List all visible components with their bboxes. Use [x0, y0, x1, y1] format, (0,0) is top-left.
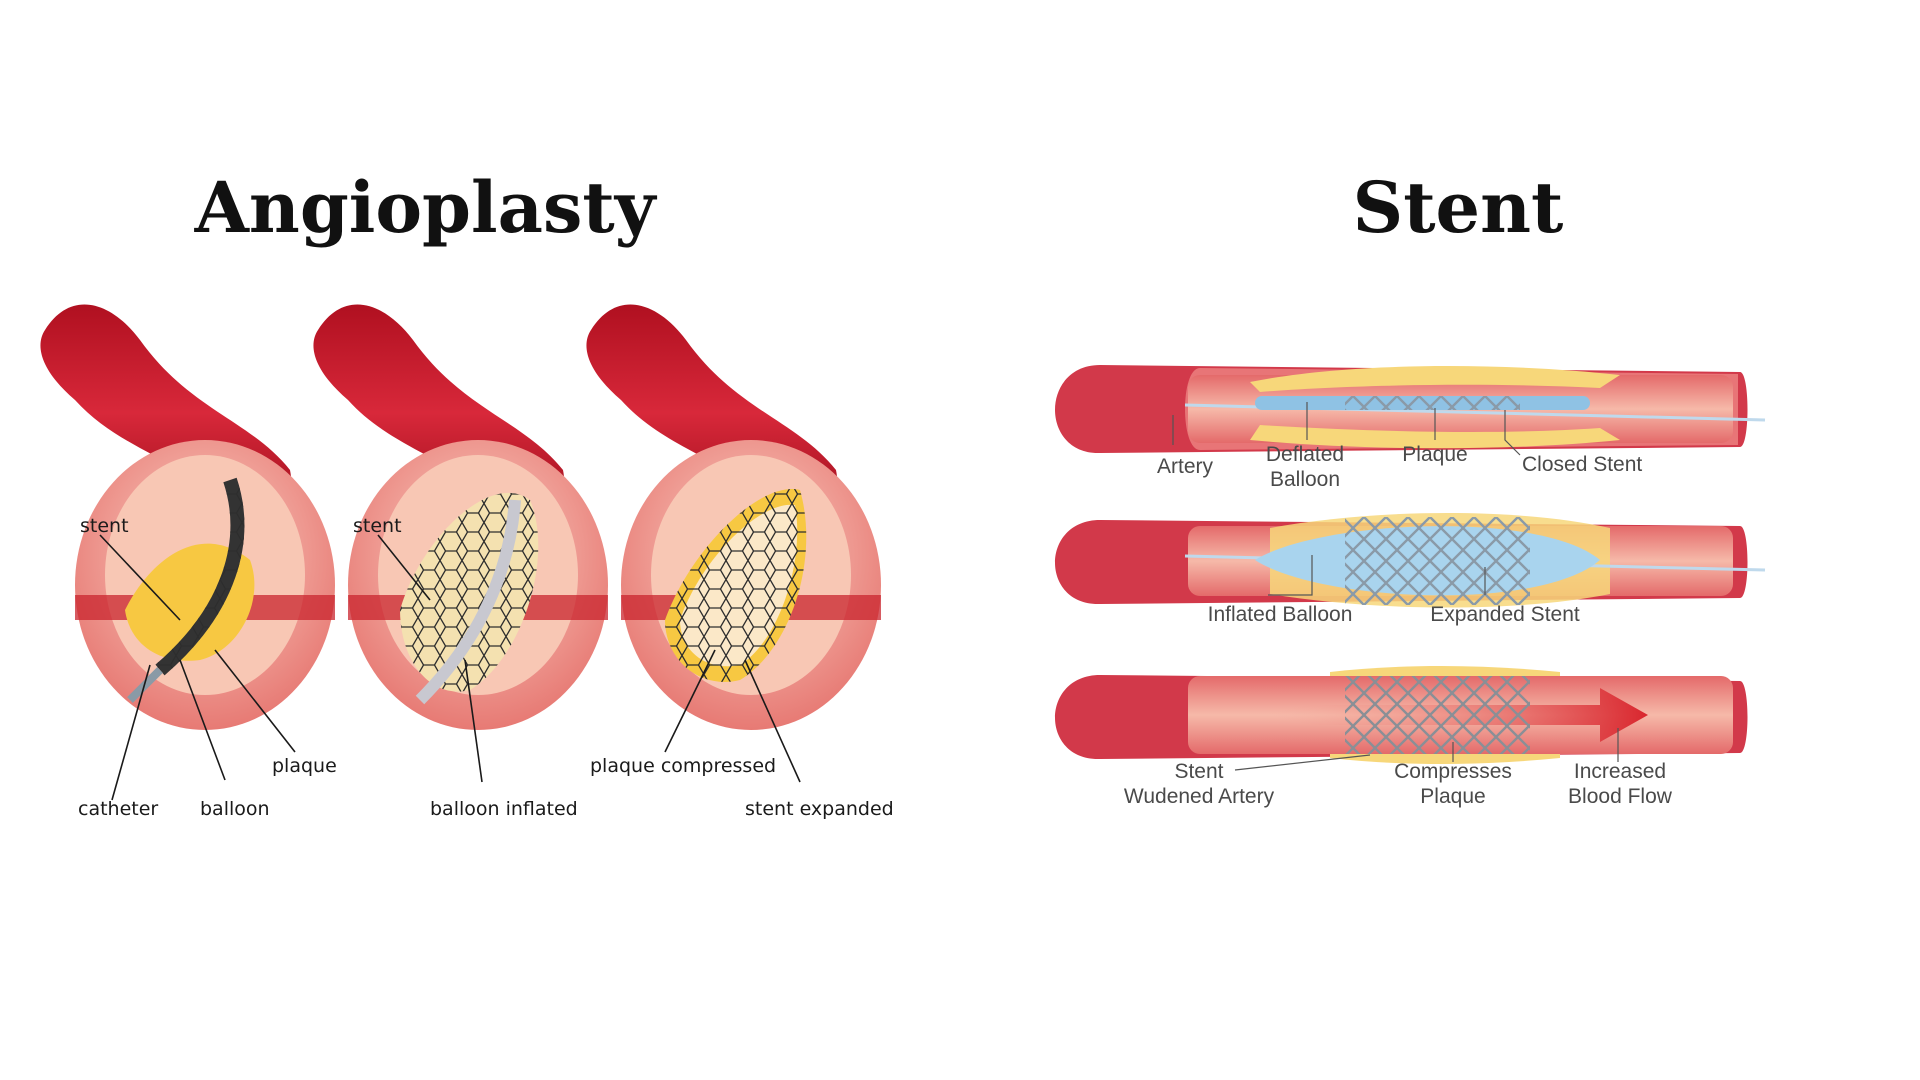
label-compresses: Compresses [1394, 760, 1512, 783]
angioplasty-title: Angioplasty [194, 166, 658, 249]
angioplasty-panel-3 [586, 304, 881, 730]
label-plaque-compressed: plaque compressed [590, 755, 776, 777]
label-closed-stent: Closed Stent [1522, 453, 1642, 476]
label-wudened-artery: Wudened Artery [1124, 785, 1275, 808]
label-catheter: catheter [78, 798, 158, 820]
label-deflated: Deflated [1266, 443, 1344, 466]
closed-stent [1345, 396, 1520, 410]
label-increased: Increased [1574, 760, 1666, 783]
label-stent-expanded: stent expanded [745, 798, 894, 820]
label-blood-flow: Blood Flow [1568, 785, 1673, 808]
label-stent-2: stent [353, 515, 402, 537]
label-compresses-plaque: Plaque [1420, 785, 1485, 808]
label-inflated-balloon: Inflated Balloon [1208, 603, 1353, 626]
label-balloon: balloon [200, 798, 270, 820]
stent-title: Stent [1353, 166, 1564, 249]
label-stent: Stent [1174, 760, 1223, 783]
plaque-top [1250, 365, 1620, 392]
label-deflated-balloon: Balloon [1270, 468, 1340, 491]
angioplasty-panel-1 [40, 304, 335, 730]
stent-expanded-mesh [665, 489, 807, 682]
label-expanded-stent: Expanded Stent [1430, 603, 1580, 626]
stent-leaders [1172, 402, 1619, 771]
label-plaque: Plaque [1402, 443, 1467, 466]
stent-row-1 [1055, 365, 1766, 454]
stent-in-artery [1345, 671, 1530, 759]
plaque [125, 543, 255, 661]
angioplasty-leaders [99, 534, 801, 801]
label-stent-1: stent [80, 515, 129, 537]
angioplasty-panel-2 [313, 304, 608, 730]
stent-row-2 [1055, 513, 1766, 608]
expanded-stent [1345, 517, 1530, 605]
label-balloon-inflated: balloon inflated [430, 798, 578, 820]
stent-row-3 [1055, 666, 1748, 764]
label-artery: Artery [1157, 455, 1214, 478]
label-plaque: plaque [272, 755, 337, 777]
